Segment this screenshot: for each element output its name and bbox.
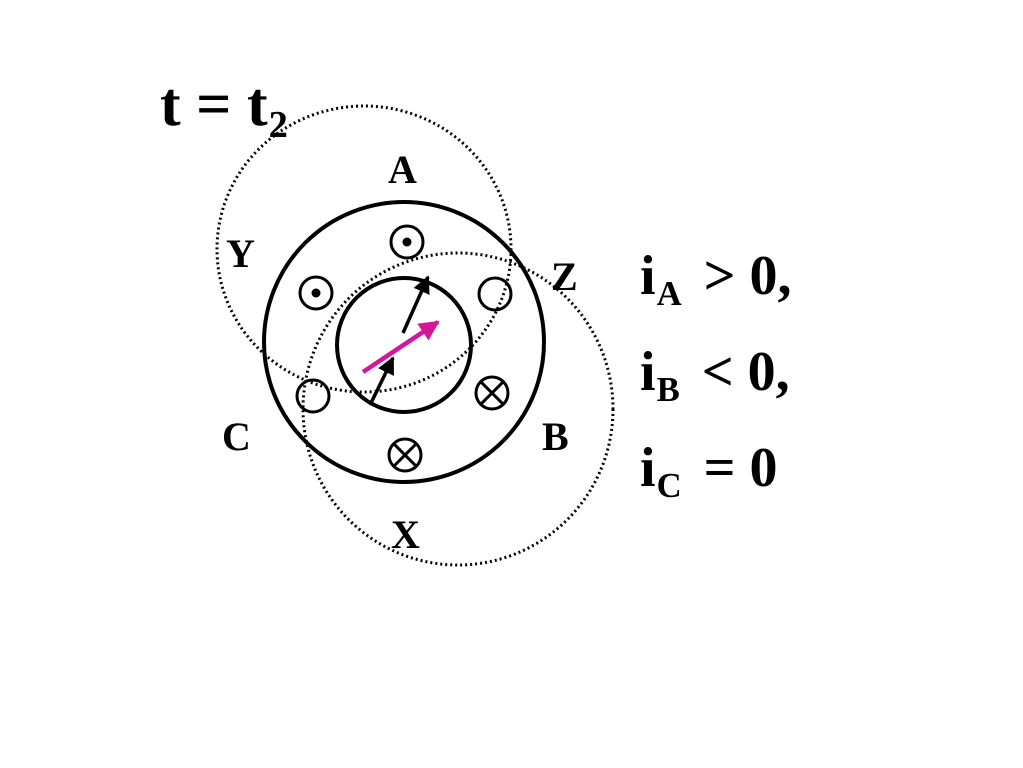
current-subscript: A xyxy=(656,274,682,314)
field-arrow-b-icon xyxy=(368,356,395,406)
current-condition-a: iA > 0, xyxy=(640,245,792,311)
current-condition-b: iB < 0, xyxy=(640,341,790,407)
time-label-subscript: 2 xyxy=(268,104,288,147)
current-relation: < 0, xyxy=(701,341,790,403)
resultant-field-arrow-icon xyxy=(361,320,440,374)
pole-label-y: Y xyxy=(226,231,255,276)
flux-loop-lower xyxy=(301,251,615,567)
current-condition-c: iC = 0 xyxy=(640,437,778,503)
pole-label-c: C xyxy=(222,414,251,459)
current-relation: = 0 xyxy=(703,437,778,499)
pole-label-x: X xyxy=(391,512,420,557)
time-label: t = t2 xyxy=(160,71,288,145)
flux-loop-upper xyxy=(215,104,513,394)
slot-b-cross-icon xyxy=(474,375,510,411)
time-label-base: t = t xyxy=(160,71,268,139)
current-var: i xyxy=(640,437,656,499)
pole-label-b: B xyxy=(542,414,569,459)
slot-x-cross-icon xyxy=(387,437,423,473)
field-arrow-a-icon xyxy=(401,275,430,334)
current-var: i xyxy=(640,245,656,307)
slot-z-empty-icon xyxy=(477,276,513,312)
slot-y-dot-icon xyxy=(298,275,334,311)
current-subscript: B xyxy=(656,370,680,410)
pole-label-z: Z xyxy=(551,254,578,299)
current-var: i xyxy=(640,341,656,403)
stator-circle xyxy=(262,200,546,484)
slot-c-empty-icon xyxy=(295,378,331,414)
current-subscript: C xyxy=(656,466,682,506)
slot-a-dot-icon xyxy=(389,224,425,260)
rotor-circle xyxy=(335,276,473,414)
pole-label-a: A xyxy=(388,147,417,192)
current-relation: > 0, xyxy=(703,245,792,307)
